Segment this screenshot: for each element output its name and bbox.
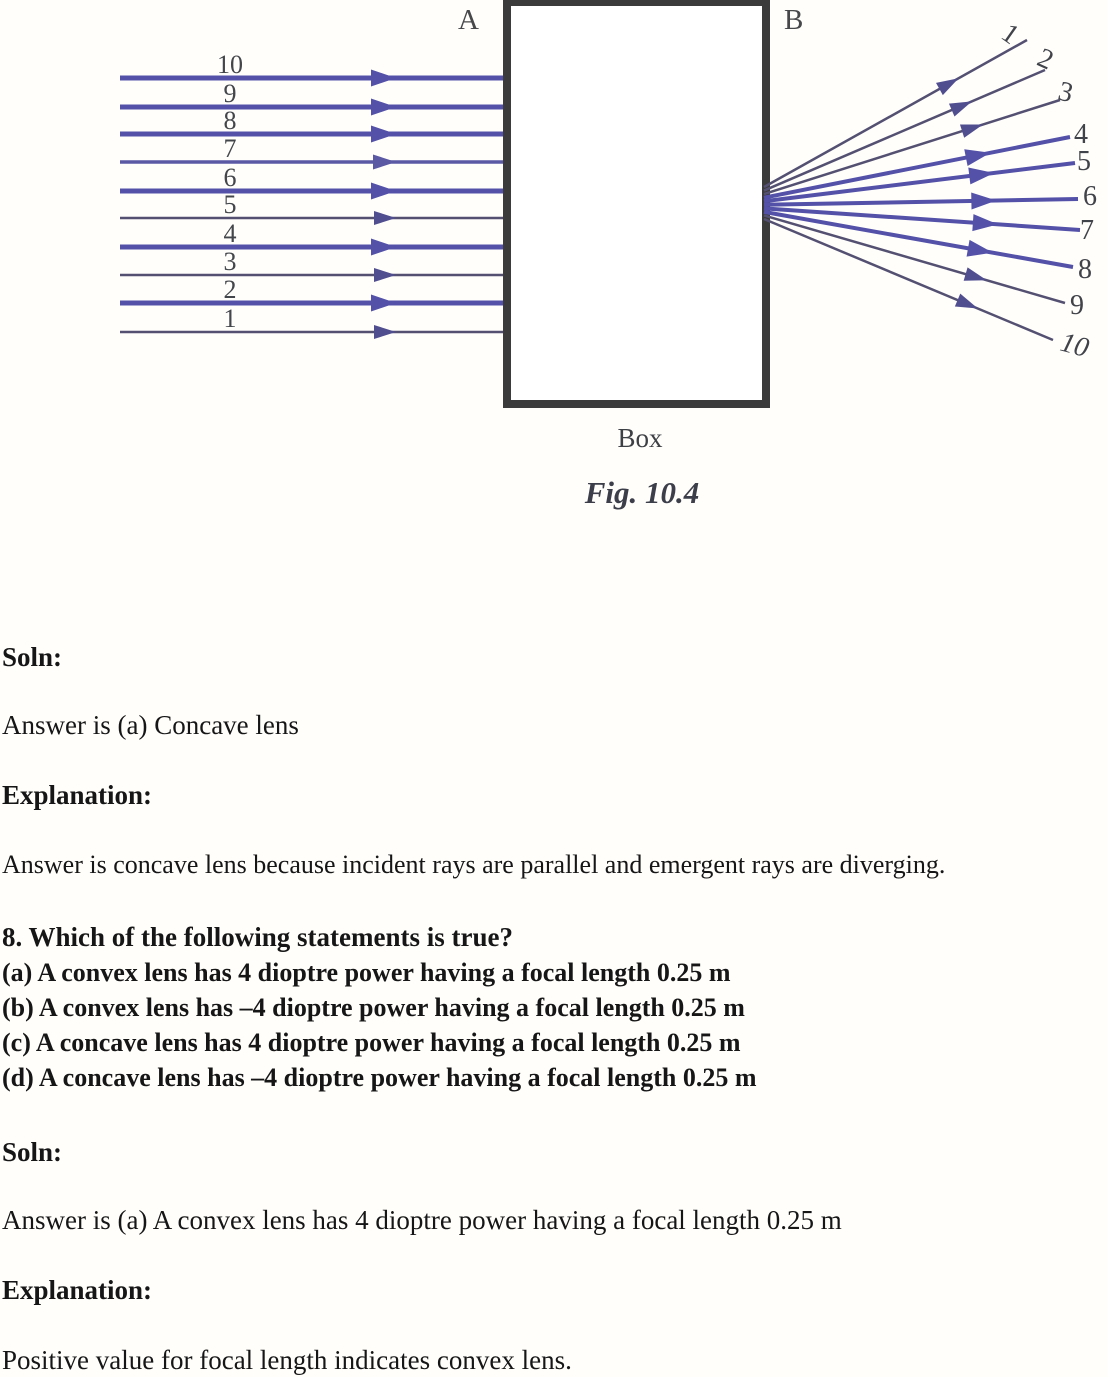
ray-arrowhead-icon <box>371 182 396 200</box>
soln-heading-2: Soln: <box>2 1137 63 1167</box>
ray-arrowhead-icon <box>971 192 997 210</box>
emergent-ray-number: 9 <box>1070 290 1084 321</box>
ray-arrowhead-icon <box>972 214 998 232</box>
soln-heading-1: Soln: <box>2 642 63 672</box>
face-b-label: B <box>784 4 804 36</box>
incident-ray-number: 7 <box>224 134 237 163</box>
emergent-ray-number: 6 <box>1083 181 1097 212</box>
answer-text-1: Answer is (a) Concave lens <box>2 710 299 740</box>
option-c: (c) A concave lens has 4 dioptre power h… <box>2 1028 741 1057</box>
incident-ray-number: 1 <box>224 304 237 333</box>
ray-arrowhead-icon <box>964 149 991 166</box>
box-label: Box <box>617 423 663 453</box>
incident-ray-number: 9 <box>224 79 237 108</box>
ray-arrowhead-icon <box>371 69 396 87</box>
explanation-text-2: Positive value for focal length indicate… <box>2 1345 572 1375</box>
emergent-ray-number: 10 <box>1057 327 1092 364</box>
incident-ray-number: 2 <box>224 275 237 304</box>
incident-ray-number: 5 <box>224 190 237 219</box>
emergent-ray-line <box>763 197 1079 207</box>
emergent-ray-line <box>763 68 1046 192</box>
incident-ray-number: 3 <box>224 247 237 276</box>
explanation-text-1: Answer is concave lens because incident … <box>2 850 946 879</box>
incident-ray-number: 8 <box>224 106 237 135</box>
emergent-ray-line <box>763 135 1071 200</box>
emergent-ray-line <box>763 206 1081 232</box>
emergent-ray-line <box>763 161 1076 204</box>
incident-ray-number: 4 <box>224 219 237 248</box>
lens-box <box>503 0 770 408</box>
emergent-ray-number: 2 <box>1033 42 1058 76</box>
incident-ray-number: 6 <box>224 163 237 192</box>
face-a-label: A <box>458 4 479 36</box>
emergent-ray-line <box>763 209 1074 269</box>
ray-arrowhead-icon <box>371 294 396 312</box>
figure-caption: Fig. 10.4 <box>584 475 700 510</box>
explanation-heading-1: Explanation: <box>2 780 153 810</box>
ray-arrowhead-icon <box>371 125 396 143</box>
incident-ray-number: 10 <box>217 50 243 79</box>
ray-arrowhead-icon <box>968 167 995 185</box>
emergent-ray-number: 7 <box>1080 215 1094 246</box>
emergent-ray-line <box>763 38 1028 189</box>
ray-arrowhead-icon <box>959 124 984 138</box>
option-b: (b) A convex lens has –4 dioptre power h… <box>2 993 745 1022</box>
ray-arrowhead-icon <box>371 238 396 256</box>
ray-arrowhead-icon <box>374 325 396 339</box>
emergent-ray-number: 8 <box>1078 254 1092 285</box>
ray-arrowhead-icon <box>374 268 396 282</box>
emergent-ray-number: 1 <box>996 18 1025 51</box>
ray-arrowhead-icon <box>948 101 972 117</box>
option-a: (a) A convex lens has 4 dioptre power ha… <box>2 958 731 987</box>
ray-arrowhead-icon <box>966 239 993 257</box>
emergent-ray-number: 3 <box>1055 76 1076 109</box>
answer-text-2: Answer is (a) A convex lens has 4 dioptr… <box>2 1205 842 1235</box>
question-title: 8. Which of the following statements is … <box>2 922 513 952</box>
emergent-ray-line <box>763 217 1054 342</box>
ray-arrowhead-icon <box>954 293 978 309</box>
option-d: (d) A concave lens has –4 dioptre power … <box>2 1063 757 1092</box>
ray-arrowhead-icon <box>371 98 396 116</box>
question-options: (a) A convex lens has 4 dioptre power ha… <box>2 955 757 1095</box>
ray-arrowhead-icon <box>374 211 396 225</box>
ray-arrowhead-icon <box>963 267 987 281</box>
emergent-ray-line <box>763 214 1066 305</box>
ray-arrowhead-icon <box>936 78 959 96</box>
ray-arrowhead-icon <box>373 154 396 170</box>
emergent-ray-line <box>763 98 1061 196</box>
emergent-ray-number: 4 <box>1074 119 1088 150</box>
emergent-ray-number: 5 <box>1077 146 1091 177</box>
explanation-heading-2: Explanation: <box>2 1275 153 1305</box>
